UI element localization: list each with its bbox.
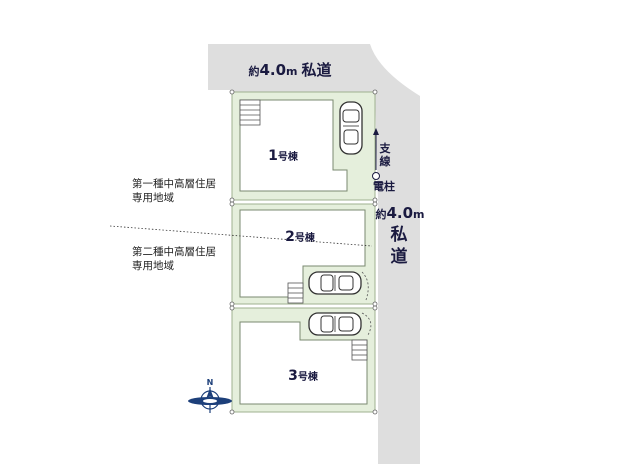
- zone-upper-line2: 専用地域: [132, 191, 174, 204]
- building-2: [239, 209, 366, 298]
- car-icon: [308, 312, 362, 336]
- building-1: [239, 99, 348, 192]
- zone-lower-line2: 専用地域: [132, 259, 174, 272]
- north-label: N: [207, 378, 214, 387]
- building-3-label: 3号棟: [288, 368, 319, 384]
- stairs-icon: [351, 339, 368, 361]
- stairs-icon: [239, 99, 261, 126]
- car-icon: [339, 101, 363, 155]
- parking-arc: [361, 312, 372, 336]
- east-road-name-2: 道: [391, 246, 408, 267]
- utility-pole-label: 電柱: [373, 179, 395, 193]
- branch-line-label-1: 支: [379, 141, 392, 155]
- stairs-icon: [287, 282, 304, 304]
- branch-arrow-head: [373, 128, 379, 135]
- north-arrow-icon: N: [188, 378, 232, 413]
- building-2-label: 2号棟: [285, 229, 316, 245]
- building-1-label: 1号棟: [268, 148, 299, 164]
- private-road: [208, 44, 420, 464]
- parking-arc: [361, 271, 369, 301]
- east-road-name-1: 私: [391, 225, 408, 245]
- east-road-width: 約4.0m: [375, 204, 424, 222]
- zone-lower-line1: 第二種中高層住居: [132, 245, 216, 258]
- zone-upper-line1: 第一種中高層住居: [132, 177, 216, 190]
- car-icon: [308, 271, 362, 295]
- branch-line-label-2: 線: [380, 154, 391, 168]
- utility-pole-icon: [372, 172, 380, 180]
